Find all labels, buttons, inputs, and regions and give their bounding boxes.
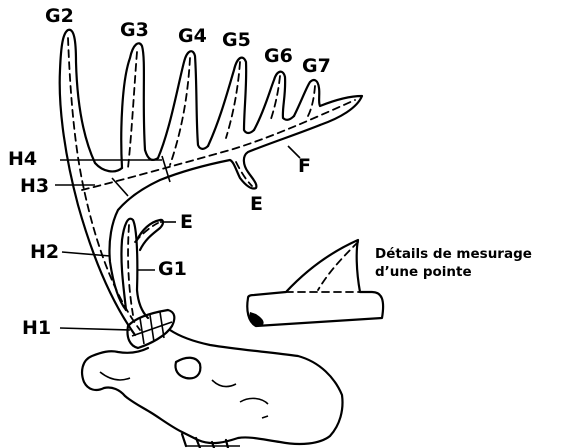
tine-g6-outline: [254, 72, 294, 130]
point-e-upper-outline: [137, 220, 163, 250]
label-h4: H4: [8, 148, 37, 170]
label-h3: H3: [20, 175, 49, 197]
tine-g5-outline: [208, 58, 254, 146]
label-h1: H1: [22, 317, 51, 339]
label-e-upper: E: [180, 211, 193, 233]
label-g4: G4: [178, 25, 207, 47]
tine-g7-outline: [294, 80, 362, 125]
antler-burr: [127, 310, 174, 348]
measurement-dashed-lines: [68, 38, 355, 330]
labels: G2 G3 G4 G5 G6 G7 H4 H3 H2 H1 E E F G1 D…: [8, 5, 532, 339]
inset-caption-line2: d’une pointe: [375, 264, 472, 280]
label-g1: G1: [158, 258, 187, 280]
tine-g4-outline: [158, 51, 208, 158]
skull-outline: [82, 330, 342, 448]
label-g3: G3: [120, 19, 149, 41]
label-e-lower: E: [250, 193, 263, 215]
label-g5: G5: [222, 29, 251, 51]
label-h2: H2: [30, 241, 59, 263]
inset-caption-line1: Détails de mesurage: [375, 246, 532, 262]
main-beam-lower-edge: [109, 125, 320, 310]
label-g2: G2: [45, 5, 74, 27]
tine-detail-inset: [247, 240, 383, 326]
label-f: F: [298, 155, 311, 177]
label-g6: G6: [264, 45, 293, 67]
tine-g3-outline: [121, 43, 158, 168]
label-g7: G7: [302, 55, 331, 77]
